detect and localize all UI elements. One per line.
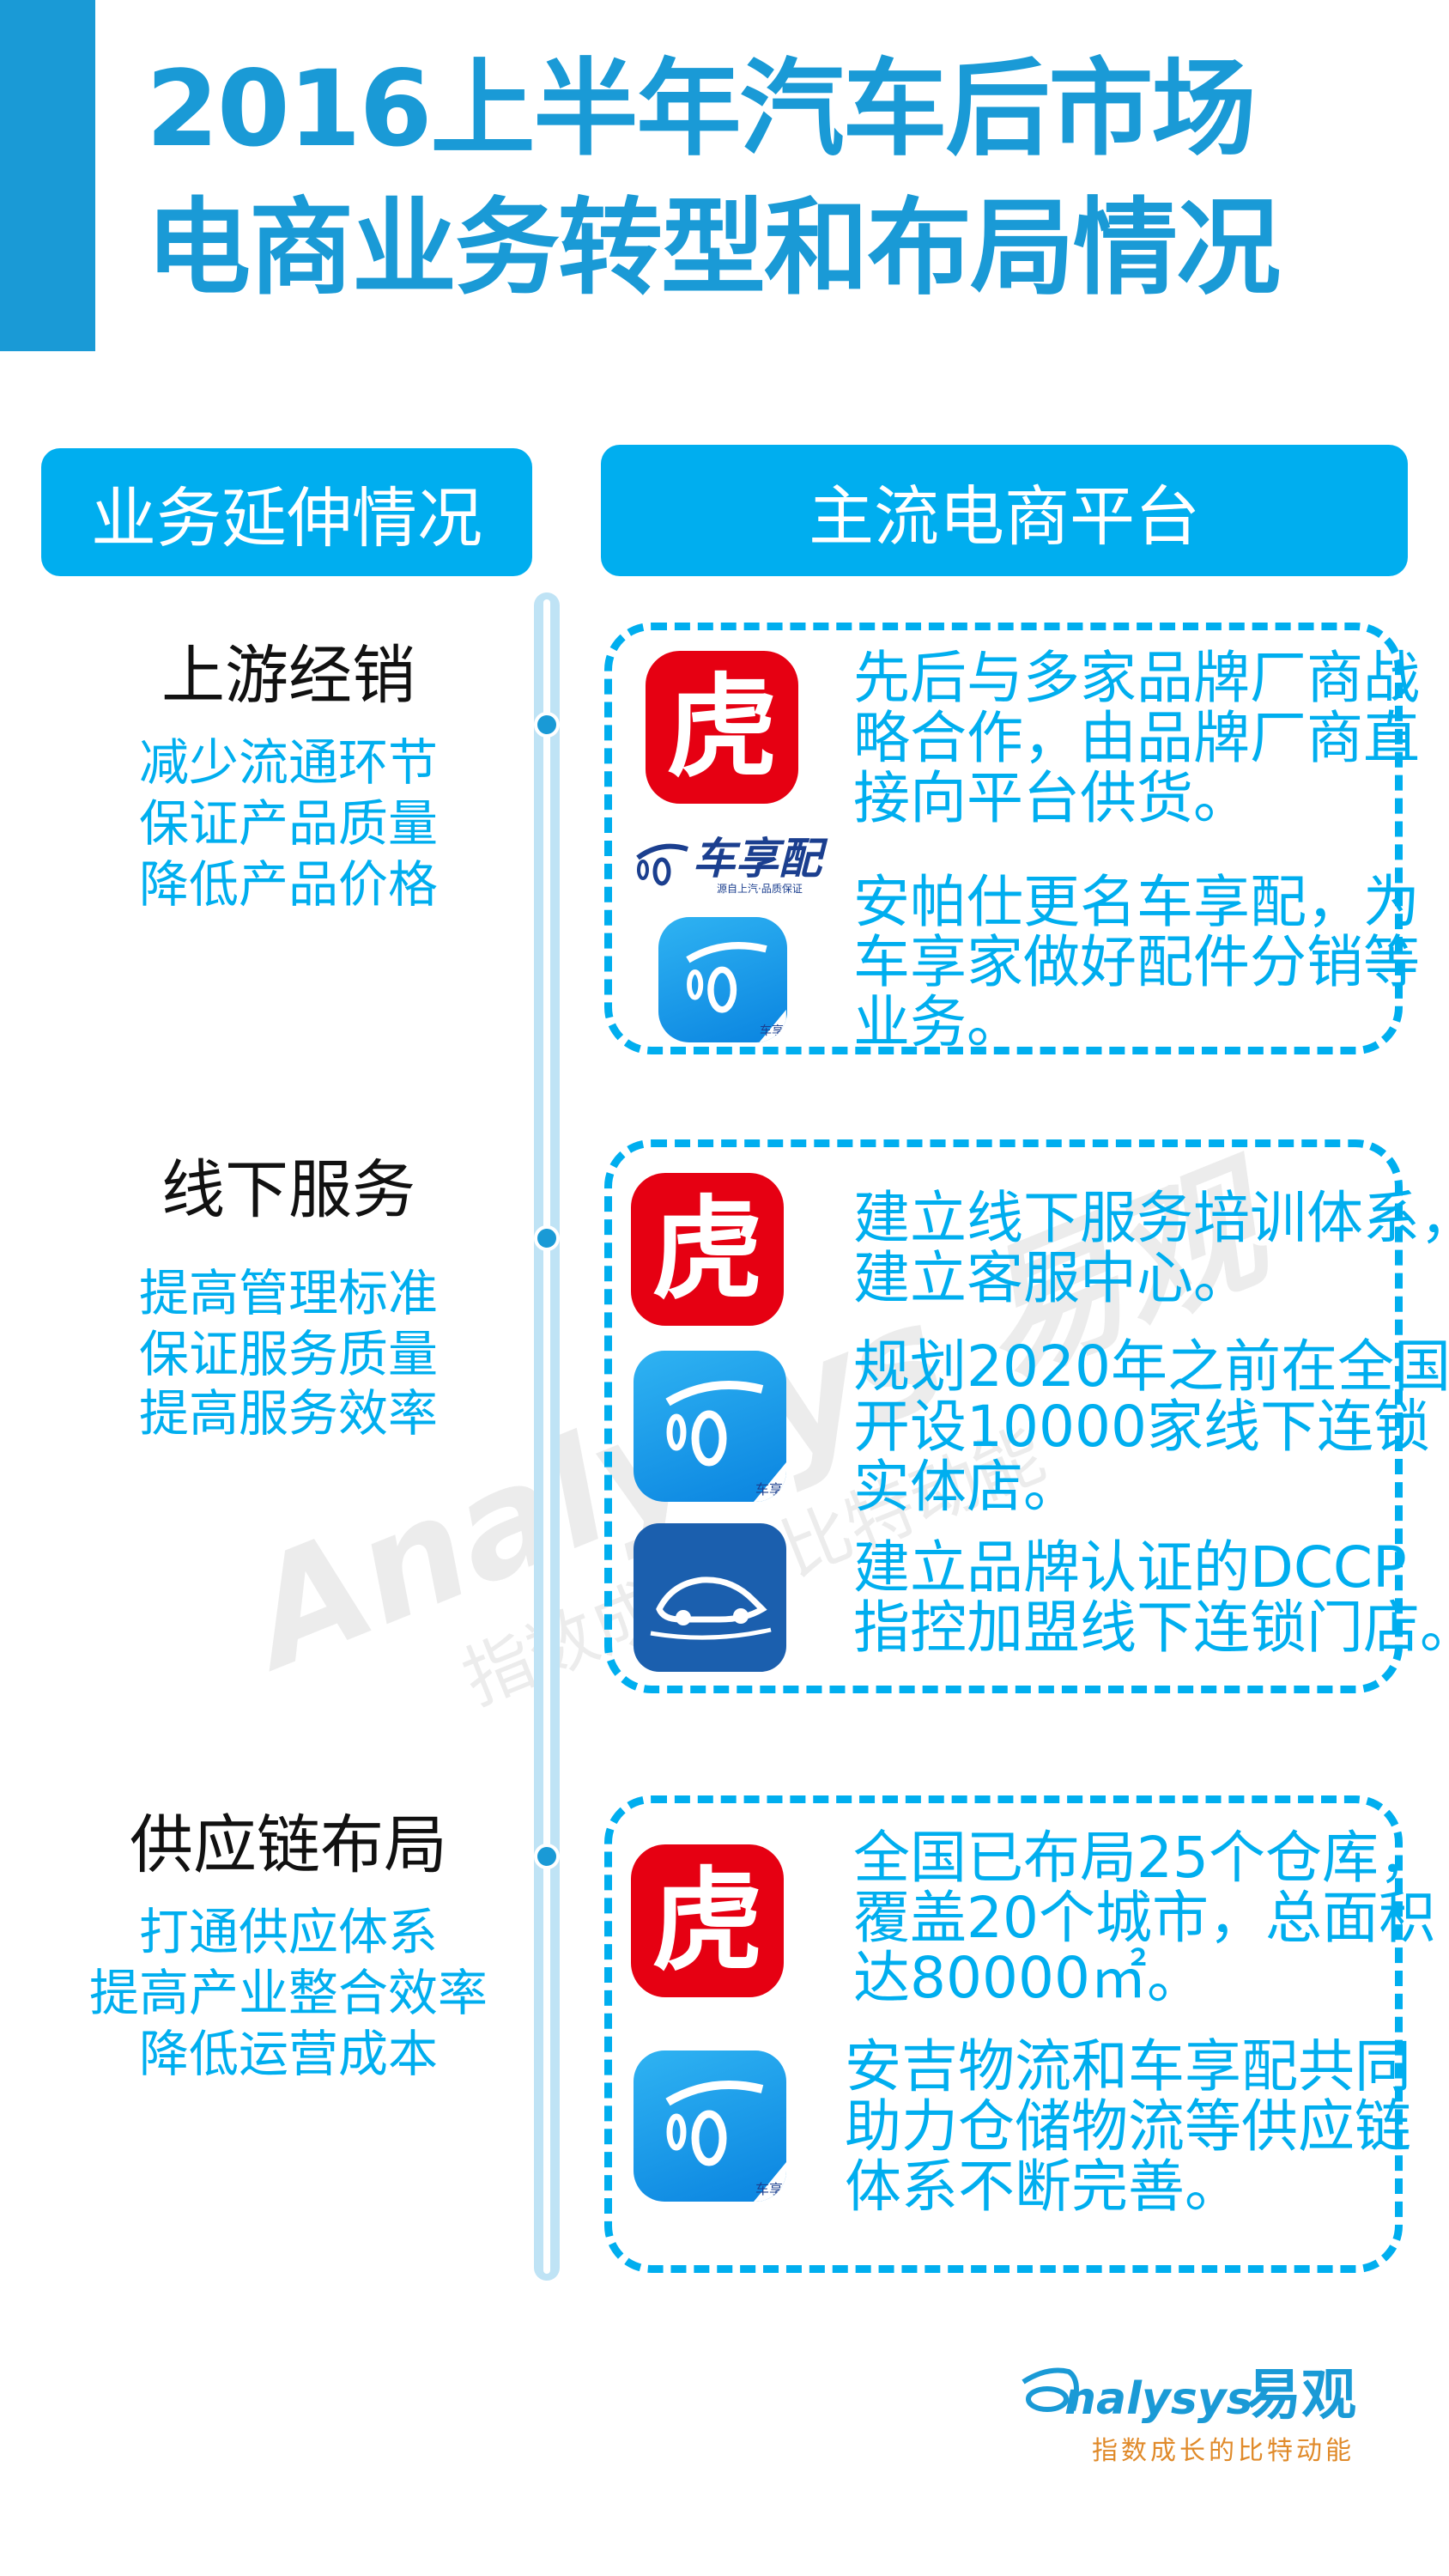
text-line: 建立品牌认证的DCCP (853, 1534, 1407, 1601)
text-line: 达80000㎡。 (853, 1945, 1203, 2011)
chexiang-app-icon: 车享 (634, 1351, 786, 1502)
text-line: 接向平台供货。 (853, 765, 1250, 831)
text-line: 助力仓储物流等供应链 (845, 2093, 1411, 2160)
car-wrench-icon (634, 1523, 786, 1672)
header-platforms: 主流电商平台 (601, 445, 1408, 576)
huxiu-tiger-icon: 虎 (646, 651, 798, 804)
section-item: 提高服务效率 (138, 1384, 438, 1443)
platform-box-offline (604, 1139, 1403, 1693)
page-title-line2: 电商业务转型和布局情况 (146, 187, 1281, 309)
analysys-logo: nalysys 易观 指数成长的比特动能 (1022, 2363, 1391, 2475)
timeline-line (534, 592, 560, 2281)
header-business-extension: 业务延伸情况 (41, 448, 532, 576)
badge: 车享 (755, 1481, 783, 1498)
section-item: 保证服务质量 (138, 1325, 438, 1383)
section-title-supply-chain: 供应链布局 (130, 1808, 447, 1882)
timeline-dot (534, 1844, 560, 1869)
text-line: 车享家做好配件分销等 (853, 929, 1420, 995)
platform-text: 规划2020年之前在全国 开设10000家线下连锁 实体店。 (853, 1337, 1449, 1517)
car-face-icon (636, 843, 688, 886)
platform-text: 安吉物流和车享配共同 助力仓储物流等供应链 体系不断完善。 (845, 2037, 1411, 2217)
section-item: 打通供应体系 (138, 1903, 438, 1961)
text-line: 覆盖20个城市，总面积 (853, 1885, 1435, 1951)
text-line: 指控加盟线下连锁门店。 (853, 1595, 1449, 1661)
text-line: 实体店。 (853, 1454, 1080, 1520)
text-line: 略合作，由品牌厂商直 (853, 705, 1420, 771)
text-line: 规划2020年之前在全国 (853, 1334, 1449, 1400)
platform-box-supply-chain (604, 1795, 1403, 2273)
text-line: 先后与多家品牌厂商战 (853, 645, 1420, 711)
logo-subtitle: 源自上汽·品质保证 (717, 883, 803, 895)
badge: 车享 (755, 2181, 783, 2197)
logo-text: 车享配 (693, 834, 822, 884)
section-item: 保证产品质量 (138, 794, 438, 853)
text-line: 建立线下服务培训体系， (853, 1185, 1449, 1251)
chexiang-app-icon: 车享 (658, 917, 787, 1042)
section-item: 降低产品价格 (138, 855, 438, 914)
platform-text: 安帕仕更名车享配，为 车享家做好配件分销等 业务。 (853, 872, 1420, 1053)
page-title-line1: 2016上半年汽车后市场 (146, 48, 1257, 170)
huxiu-tiger-icon: 虎 (631, 1173, 784, 1326)
section-title-offline: 线下服务 (161, 1153, 415, 1227)
chexiang-app-icon: 车享 (634, 2050, 786, 2202)
brand-name-en: nalysys (1064, 2373, 1253, 2425)
text-line: 安吉物流和车享配共同 (845, 2033, 1411, 2099)
platform-text: 建立线下服务培训体系， 建立客服中心。 (853, 1188, 1449, 1309)
huxiu-tiger-icon: 虎 (631, 1844, 784, 1997)
timeline-dot (534, 712, 560, 738)
text-line: 建立客服中心。 (853, 1245, 1250, 1311)
badge: 车享 (760, 1024, 784, 1038)
text-line: 开设10000家线下连锁 (853, 1394, 1430, 1460)
accent-bar (0, 0, 95, 351)
brand-name-cn: 易观 (1246, 2364, 1356, 2427)
timeline-dot (534, 1225, 560, 1251)
text-line: 业务。 (853, 989, 1023, 1055)
platform-text: 建立品牌认证的DCCP 指控加盟线下连锁门店。 (853, 1538, 1449, 1658)
chexiangpei-logo: 车享配 源自上汽·品质保证 (631, 837, 846, 897)
text-line: 全国已布局25个仓库， (853, 1825, 1435, 1891)
brand-slogan: 指数成长的比特动能 (1092, 2436, 1355, 2466)
section-item: 减少流通环节 (138, 733, 438, 792)
text-line: 安帕仕更名车享配，为 (853, 869, 1420, 935)
platform-text: 先后与多家品牌厂商战 略合作，由品牌厂商直 接向平台供货。 (853, 648, 1420, 829)
text-line: 体系不断完善。 (845, 2154, 1241, 2220)
section-item: 降低运营成本 (138, 2025, 438, 2083)
platform-box-upstream (604, 623, 1403, 1054)
analysys-swoosh-icon (1022, 2367, 1079, 2412)
section-title-upstream: 上游经销 (161, 639, 415, 713)
platform-text: 全国已布局25个仓库， 覆盖20个城市，总面积 达80000㎡。 (853, 1828, 1435, 2008)
section-item: 提高产业整合效率 (88, 1964, 488, 2022)
section-item: 提高管理标准 (138, 1264, 438, 1322)
